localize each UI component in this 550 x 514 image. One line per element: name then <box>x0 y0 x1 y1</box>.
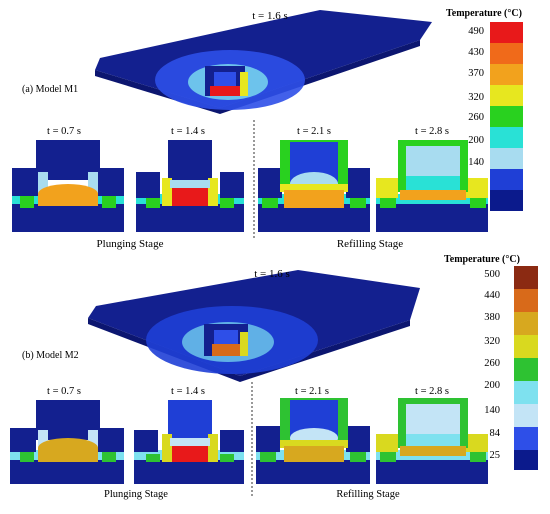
model-a-stage-right: Refilling Stage <box>337 238 403 250</box>
legend-b-tick: 260 <box>484 358 500 369</box>
model-b-section-4 <box>376 398 488 484</box>
legend-b-colorbar <box>514 266 538 470</box>
legend-b-tick: 440 <box>484 290 500 301</box>
legend-a-colorbar <box>490 22 523 211</box>
legend-b-tick: 25 <box>490 450 501 461</box>
model-b-time-3: t = 2.1 s <box>295 386 329 397</box>
legend-b-tick: 380 <box>484 312 500 323</box>
model-b-stage-left: Plunging Stage <box>104 489 168 500</box>
legend-a-tick: 430 <box>468 47 484 58</box>
model-b-time-4: t = 2.8 s <box>415 386 449 397</box>
legend-b-tick: 84 <box>490 428 501 439</box>
model-a-time-4: t = 2.8 s <box>415 126 449 137</box>
model-a-section-3 <box>258 140 370 232</box>
model-a-section-2 <box>136 140 244 232</box>
legend-a-tick: 370 <box>468 68 484 79</box>
model-a-section-4 <box>376 140 488 232</box>
model-b-section-1 <box>10 400 124 484</box>
legend-b-title: Temperature (°C) <box>444 254 520 265</box>
model-a-label: (a) Model M1 <box>22 84 78 95</box>
model-b-main-3d-view <box>88 270 420 382</box>
model-b-section-3 <box>256 398 370 484</box>
legend-a-tick: 490 <box>468 26 484 37</box>
legend-a-tick: 200 <box>468 135 484 146</box>
legend-a-tick: 260 <box>468 112 484 123</box>
model-a-main-time: t = 1.6 s <box>252 10 288 22</box>
model-a-main-3d-view <box>95 10 432 114</box>
legend-b-tick: 140 <box>484 405 500 416</box>
model-b-time-1: t = 0.7 s <box>47 386 81 397</box>
model-b-stage-right: Refilling Stage <box>336 489 400 500</box>
model-a-stage-left: Plunging Stage <box>97 238 164 250</box>
legend-a-tick: 140 <box>468 157 484 168</box>
legend-a-title: Temperature (°C) <box>446 8 522 19</box>
legend-b-tick: 200 <box>484 380 500 391</box>
legend-a-tick: 320 <box>468 92 484 103</box>
model-b-time-2: t = 1.4 s <box>171 386 205 397</box>
model-a-time-2: t = 1.4 s <box>171 126 205 137</box>
model-b-label: (b) Model M2 <box>22 350 79 361</box>
model-b-main-time: t = 1.6 s <box>254 268 290 280</box>
model-a-time-1: t = 0.7 s <box>47 126 81 137</box>
legend-b-tick: 500 <box>484 269 500 280</box>
model-b-section-2 <box>134 400 244 484</box>
model-a-section-1 <box>12 140 124 232</box>
model-a-time-3: t = 2.1 s <box>297 126 331 137</box>
legend-b-tick: 320 <box>484 336 500 347</box>
